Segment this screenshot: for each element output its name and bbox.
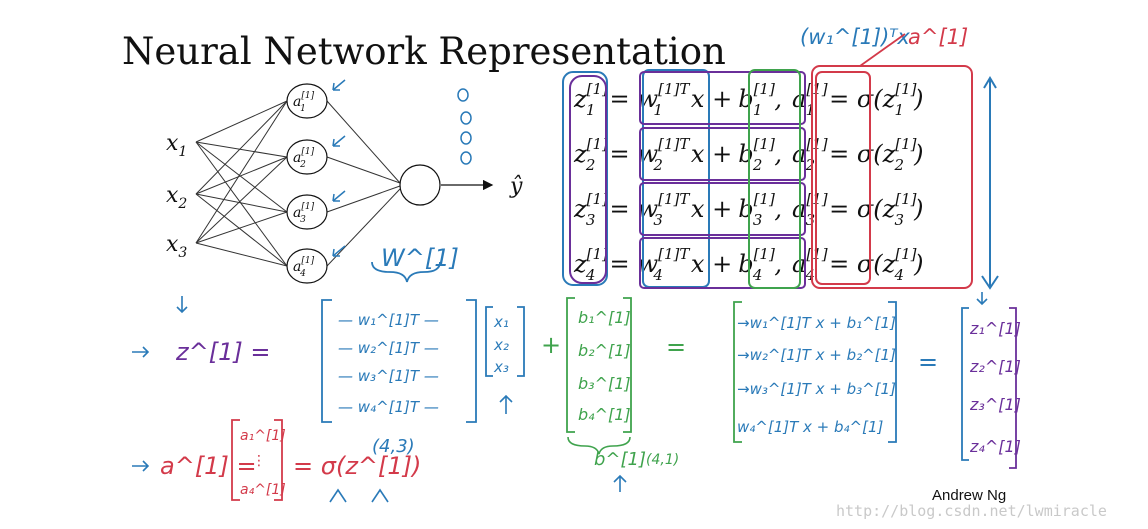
W-row-1: — w₁^[1]T — — [338, 311, 439, 329]
equals-sign-2: = — [918, 348, 938, 376]
hidden-pointer-arrows — [332, 79, 346, 257]
result-row-2: →w₂^[1]T x + b₂^[1] — [737, 346, 896, 364]
input-x2: x2 — [166, 183, 187, 212]
result-right-bracket — [888, 301, 897, 443]
a-vec-left-bracket — [231, 419, 240, 501]
hidden-node-4: a[1]4 — [286, 248, 328, 284]
watermark: http://blog.csdn.net/lwmiracle — [836, 502, 1107, 520]
x-vec-2: x₂ — [493, 336, 509, 354]
plus-sign: + — [541, 331, 561, 359]
slide-title: Neural Network Representation — [122, 30, 726, 73]
z-vec-4: z₄^[1] — [969, 437, 1021, 456]
result-left-bracket — [733, 301, 742, 443]
hidden-node-2: a[1]2 — [286, 139, 328, 175]
a-vec-1: a₁^[1] — [240, 428, 286, 444]
b-vec-3: b₃^[1] — [578, 374, 631, 393]
b-dims: (4,1) — [646, 452, 679, 468]
z-vec-2: z₂^[1] — [969, 357, 1021, 376]
input-x1: x1 — [166, 131, 187, 160]
hidden-node-1: a[1]1 — [286, 83, 328, 119]
W-label: W^[1] — [381, 244, 459, 272]
b-label: b^[1] — [594, 449, 646, 470]
x-vec-1: x₁ — [493, 313, 509, 331]
W-matrix-rows: — w₁^[1]T — — w₂^[1]T — — w₃^[1]T — — w₄… — [338, 311, 439, 416]
x-up-arrow — [499, 394, 513, 414]
input-hidden-edges — [195, 100, 401, 267]
annotation-pointer-line — [859, 33, 906, 67]
z-down-arrow — [176, 296, 188, 314]
z-vec-1: z₁^[1] — [969, 319, 1021, 338]
x-vec-left-bracket — [485, 306, 493, 377]
b-vec-2: b₂^[1] — [578, 341, 631, 360]
W-dims: (4,3) — [372, 436, 415, 457]
z-lhs: z^[1] = — [175, 338, 270, 366]
svg-text:a[1]1: a[1]1 — [293, 91, 315, 114]
annotation-wTx: (w₁^[1])ᵀx — [800, 25, 910, 49]
result-rows: →w₁^[1]T x + b₁^[1] →w₂^[1]T x + b₂^[1] … — [737, 314, 896, 436]
x-vector: x₁ x₂ x₃ — [493, 313, 509, 376]
result-row-1: →w₁^[1]T x + b₁^[1] — [737, 314, 896, 332]
z-vec-right-bracket — [1009, 307, 1017, 469]
a-column-box — [815, 71, 871, 285]
result-row-4: w₄^[1]T x + b₄^[1] — [737, 418, 884, 436]
equals-sign-1: = — [666, 333, 686, 361]
W-row-4: — w₄^[1]T — — [338, 398, 439, 416]
svg-text:a[1]2: a[1]2 — [293, 147, 315, 170]
a-vec-dots: ⋮ — [252, 453, 266, 469]
z-vec-left-bracket — [961, 307, 969, 461]
svg-text:a[1]4: a[1]4 — [293, 256, 315, 279]
W-brace — [371, 261, 441, 283]
a-lhs: a^[1] = — [160, 452, 257, 480]
W-row-2: — w₂^[1]T — — [338, 339, 439, 357]
b-vector: b₁^[1] b₂^[1] b₃^[1] b₄^[1] — [578, 308, 631, 424]
output-yhat: ŷ — [509, 174, 523, 199]
row-box-2 — [639, 127, 806, 181]
z-vec-3: z₃^[1] — [969, 395, 1021, 414]
sketch-unit-circles — [457, 88, 472, 165]
z-column-box-purple — [569, 75, 607, 284]
z-vec-down-arrow — [976, 292, 988, 306]
b-vec-4: b₄^[1] — [578, 405, 631, 424]
vectorized-equation: W^[1] z^[1] = — w₁^[1]T — — w₂^[1]T — — … — [132, 244, 1021, 503]
vertical-stack-arrow — [981, 76, 999, 290]
W-matrix-right-bracket — [466, 299, 477, 423]
a-vec-right-bracket — [274, 419, 283, 501]
b-brace — [567, 436, 631, 455]
sigma-z: = σ(z^[1]) — [293, 452, 421, 480]
hidden-node-3: a[1]3 — [286, 194, 328, 230]
row-box-1 — [639, 71, 806, 125]
b-column-box — [748, 69, 801, 289]
a-vec-4: a₄^[1] — [240, 482, 286, 498]
a-sigma-box — [811, 65, 973, 289]
b-vec-right-bracket — [623, 297, 632, 433]
row-box-3 — [639, 182, 806, 236]
annotation-a1: a^[1] — [908, 25, 968, 49]
row-box-4 — [639, 237, 806, 289]
x-vec-right-bracket — [517, 306, 525, 377]
sigma-pointer-arrows — [329, 488, 389, 503]
z-vector: z₁^[1] z₂^[1] z₃^[1] z₄^[1] — [969, 319, 1021, 456]
b-up-arrow — [613, 474, 627, 492]
network-diagram: x1 x2 x3 a[1]1 a[1]2 a[1]3 a[1]4 ŷ — [166, 79, 523, 284]
W-matrix-left-bracket — [321, 299, 332, 423]
credit-andrew-ng: Andrew Ng — [932, 487, 1006, 504]
input-x3: x3 — [166, 232, 187, 261]
svg-text:a[1]3: a[1]3 — [293, 202, 315, 225]
b-vec-1: b₁^[1] — [578, 308, 631, 327]
result-row-3: →w₃^[1]T x + b₃^[1] — [737, 380, 896, 398]
x-vec-3: x₃ — [493, 358, 509, 376]
a-row-arrow — [132, 460, 150, 472]
a-vector: a₁^[1] ⋮ a₄^[1] — [240, 428, 286, 498]
W-row-3: — w₃^[1]T — — [338, 367, 439, 385]
output-node — [399, 164, 441, 206]
b-vec-left-bracket — [566, 297, 575, 433]
z-row-arrow — [132, 346, 150, 358]
